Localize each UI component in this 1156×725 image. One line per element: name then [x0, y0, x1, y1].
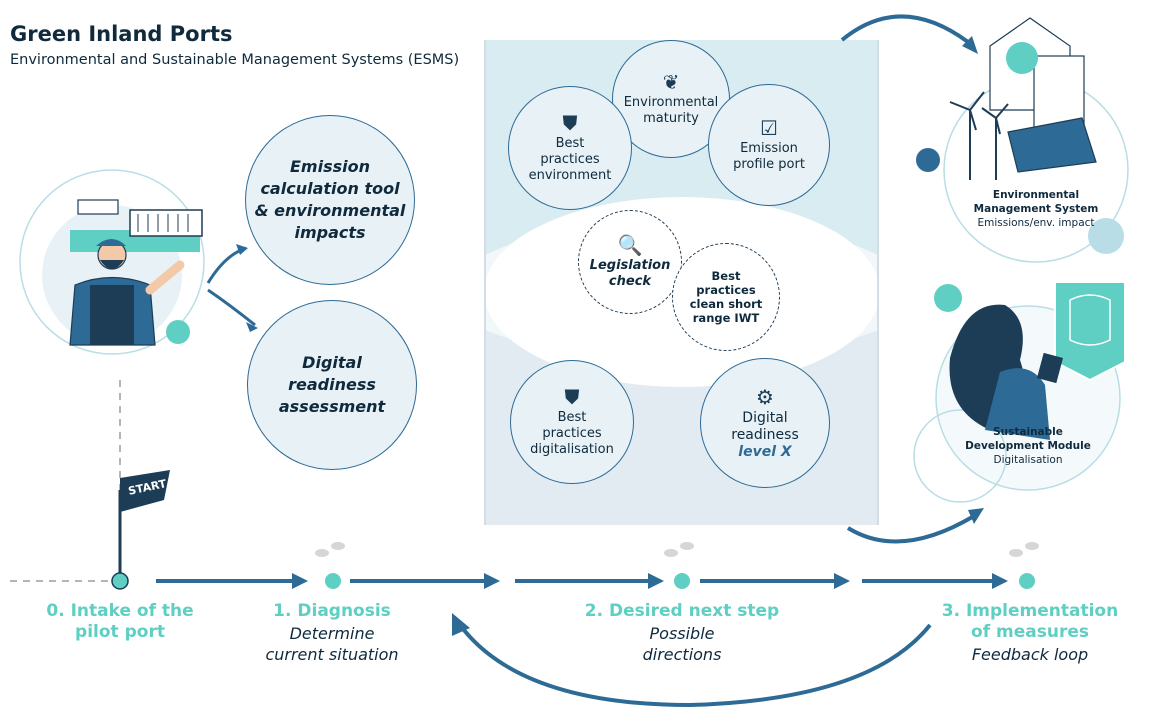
- best-practices-environment[interactable]: ⛊ Best practices environment: [508, 86, 632, 210]
- port-worker-illustration: [19, 169, 205, 355]
- diagram-title: Green Inland Ports: [10, 22, 233, 46]
- sdm-label: Sustainable Development Module Digitalis…: [965, 426, 1091, 466]
- emission-profile-port[interactable]: ☑ Emission profile port: [708, 84, 830, 206]
- start-flag-icon: [118, 470, 170, 578]
- stage-dot-0: [111, 572, 129, 590]
- stage-2-subtitle: Possible directions: [642, 624, 722, 664]
- legislation-check[interactable]: 🔍 Legislation check: [578, 210, 682, 314]
- ems-label: Environmental Management System Emission…: [973, 189, 1099, 229]
- wind-solar-illustration: [916, 17, 1129, 263]
- stage-1-title: 1. Diagnosis: [273, 601, 391, 621]
- checklist-icon: ☑: [760, 116, 778, 140]
- diagram-subtitle: Environmental and Sustainable Management…: [10, 52, 460, 68]
- emission-calculation-tool[interactable]: Emission calculation tool & environmenta…: [245, 115, 415, 285]
- digital-readiness-assessment[interactable]: Digital readiness assessment: [247, 300, 417, 470]
- footprints-icon: [315, 542, 1039, 557]
- sprout-icon: ❦: [662, 70, 680, 94]
- digital-readiness-level[interactable]: ⚙ Digital readiness level X: [700, 358, 830, 488]
- stage-dot-3: [1019, 573, 1035, 589]
- stage-1-subtitle: Determine current situation: [265, 624, 399, 664]
- stage-3-subtitle: Feedback loop: [971, 645, 1089, 664]
- stage-0-title: 0. Intake of the pilot port: [46, 601, 194, 642]
- best-practices-digitalisation[interactable]: ⛊ Best practices digitalisation: [510, 360, 634, 484]
- best-practices-clean-iwt[interactable]: Best practices clean short range IWT: [672, 243, 780, 351]
- shield-star-icon: ⛊: [562, 111, 578, 135]
- document-magnifier-icon: 🔍: [617, 233, 643, 257]
- woman-tablet-illustration: [913, 281, 1126, 503]
- stage-dot-2: [674, 573, 690, 589]
- gears-icon: ⚙: [756, 384, 774, 409]
- stage-2-title: 2. Desired next step: [584, 601, 780, 621]
- shield-star-icon: ⛊: [564, 385, 580, 409]
- timeline-arrows: [156, 573, 1008, 589]
- stage-3-title: 3. Implementation of measures: [941, 601, 1119, 642]
- stage-dot-1: [325, 573, 341, 589]
